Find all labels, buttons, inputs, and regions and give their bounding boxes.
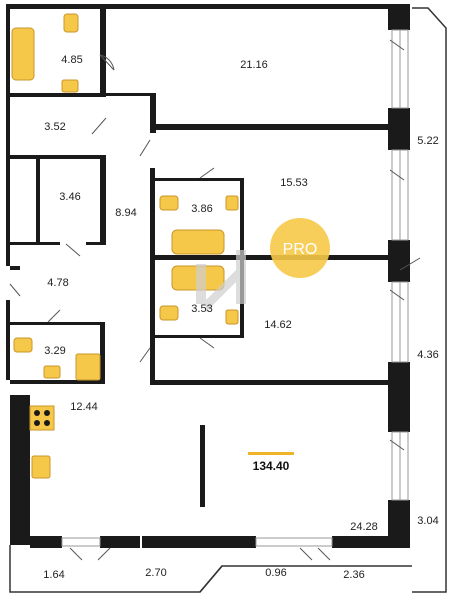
room-area-bath-lower: 3.53 bbox=[191, 303, 212, 315]
balcony-outlines bbox=[9, 7, 447, 593]
total-area-accent bbox=[248, 452, 294, 455]
toilet-mid bbox=[159, 195, 239, 325]
room-area-bath-mid: 3.86 bbox=[191, 203, 212, 215]
room-area-living-top: 21.16 bbox=[240, 59, 268, 71]
room-area-closet-b: 3.46 bbox=[59, 191, 80, 203]
kitchen-stove bbox=[29, 405, 55, 431]
room-area-balcony-right-bottom: 3.04 bbox=[417, 515, 438, 527]
room-area-balcony-bottom-1: 1.64 bbox=[43, 569, 64, 581]
room-area-kitchen: 12.44 bbox=[70, 401, 98, 413]
room-area-balcony-bottom-4: 2.36 bbox=[343, 569, 364, 581]
room-area-living-main: 24.28 bbox=[350, 521, 378, 533]
room-area-balcony-right-mid: 4.36 bbox=[417, 349, 438, 361]
room-area-bath-top: 4.85 bbox=[61, 54, 82, 66]
toilet-top bbox=[63, 13, 79, 33]
room-labels: 4.85 21.16 3.52 5.22 3.46 8.94 3.86 15.5… bbox=[43, 54, 438, 581]
room-area-hall: 4.78 bbox=[47, 277, 68, 289]
kitchen-sink bbox=[31, 455, 51, 479]
room-area-balcony-bottom-2: 2.70 bbox=[145, 567, 166, 579]
watermark-logo bbox=[196, 250, 246, 312]
room-area-wc: 3.29 bbox=[44, 345, 65, 357]
room-area-bedroom-mid: 15.53 bbox=[280, 177, 308, 189]
wc-fixtures bbox=[13, 337, 101, 381]
room-area-corridor: 8.94 bbox=[115, 207, 136, 219]
room-area-balcony-bottom-3: 0.96 bbox=[265, 567, 286, 579]
bathtub-top bbox=[11, 27, 35, 81]
sink-top bbox=[61, 79, 79, 93]
exterior-walls bbox=[6, 4, 410, 548]
room-area-closet-a: 3.52 bbox=[44, 121, 65, 133]
pro-badge-text: PRO bbox=[283, 241, 318, 258]
pro-badge: PRO bbox=[270, 218, 330, 278]
total-area: 134.40 bbox=[253, 459, 290, 473]
room-area-balcony-right-top: 5.22 bbox=[417, 135, 438, 147]
windows bbox=[61, 29, 409, 547]
door-swings bbox=[9, 39, 421, 561]
room-area-bedroom-lower: 14.62 bbox=[264, 319, 292, 331]
